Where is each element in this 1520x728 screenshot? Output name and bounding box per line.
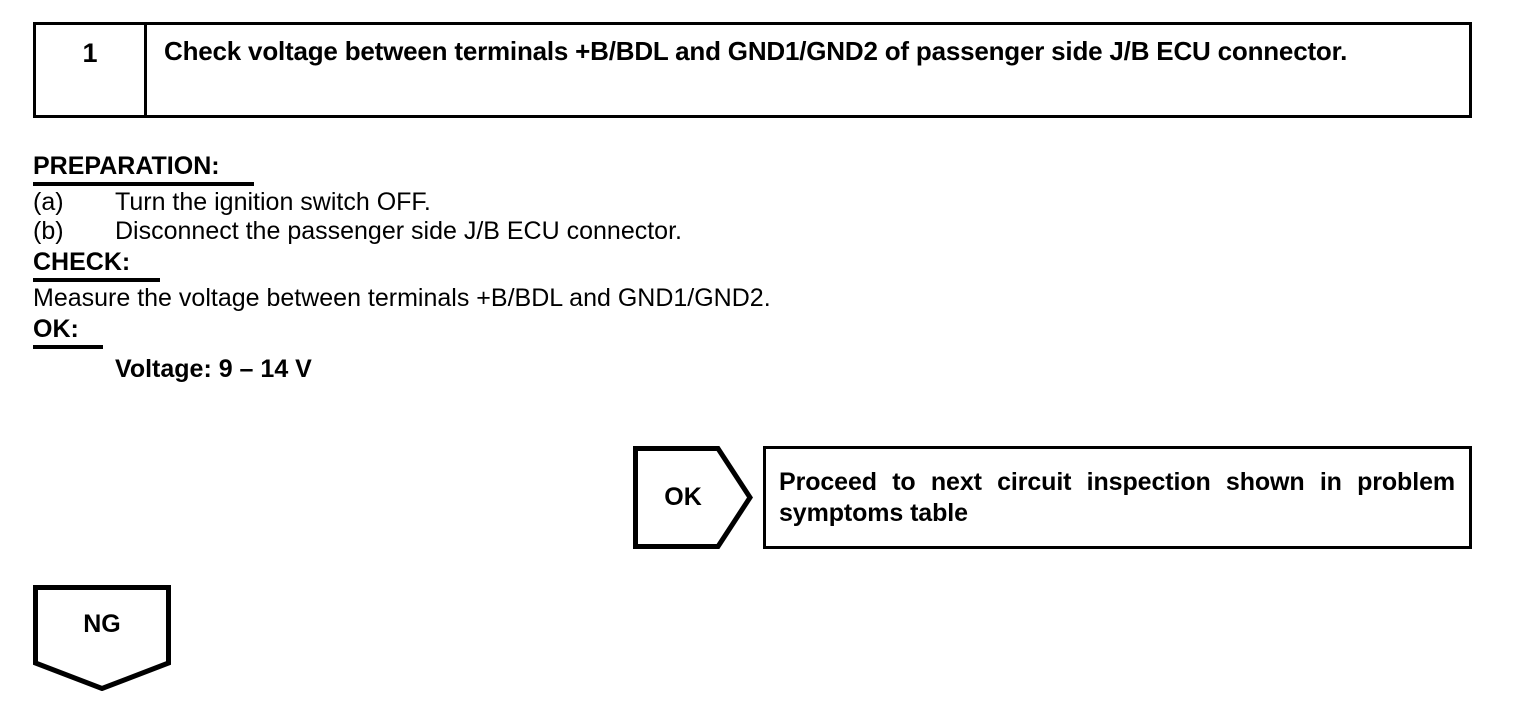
check-text: Measure the voltage between terminals +B… — [33, 284, 771, 312]
ok-result-text: Proceed to next circuit inspection shown… — [779, 467, 1455, 527]
ng-arrow-shape — [33, 585, 171, 691]
ok-result-box: Proceed to next circuit inspection shown… — [763, 446, 1472, 549]
preparation-item-b: (b) Disconnect the passenger side J/B EC… — [33, 217, 1483, 246]
step-header-box: 1 Check voltage between terminals +B/BDL… — [33, 22, 1472, 118]
ok-heading-text: OK: — [33, 315, 103, 349]
ng-branch-label: NG — [83, 609, 121, 638]
step-number-cell: 1 — [36, 25, 147, 115]
ok-spec-value: Voltage: 9 – 14 V — [115, 355, 312, 383]
ok-heading: OK: — [33, 315, 1483, 349]
preparation-item-a-text: Turn the ignition switch OFF. — [115, 188, 431, 216]
preparation-item-b-label: (b) — [33, 217, 64, 245]
preparation-item-a-label: (a) — [33, 188, 64, 216]
step-title: Check voltage between terminals +B/BDL a… — [164, 36, 1348, 66]
ng-branch-arrow: NG — [33, 585, 171, 691]
preparation-item-b-text: Disconnect the passenger side J/B ECU co… — [115, 217, 682, 245]
check-heading: CHECK: — [33, 248, 1483, 282]
ok-arrow-shape — [633, 446, 753, 549]
ok-branch-label: OK — [664, 483, 702, 511]
preparation-item-a: (a) Turn the ignition switch OFF. — [33, 188, 1483, 217]
check-heading-text: CHECK: — [33, 248, 161, 282]
preparation-heading-text: PREPARATION: — [33, 152, 254, 186]
step-number: 1 — [82, 38, 98, 68]
ok-branch-arrow: OK — [633, 446, 753, 549]
procedure-body: PREPARATION: (a) Turn the ignition switc… — [33, 152, 1483, 384]
preparation-heading: PREPARATION: — [33, 152, 1483, 186]
step-title-cell: Check voltage between terminals +B/BDL a… — [147, 25, 1469, 115]
